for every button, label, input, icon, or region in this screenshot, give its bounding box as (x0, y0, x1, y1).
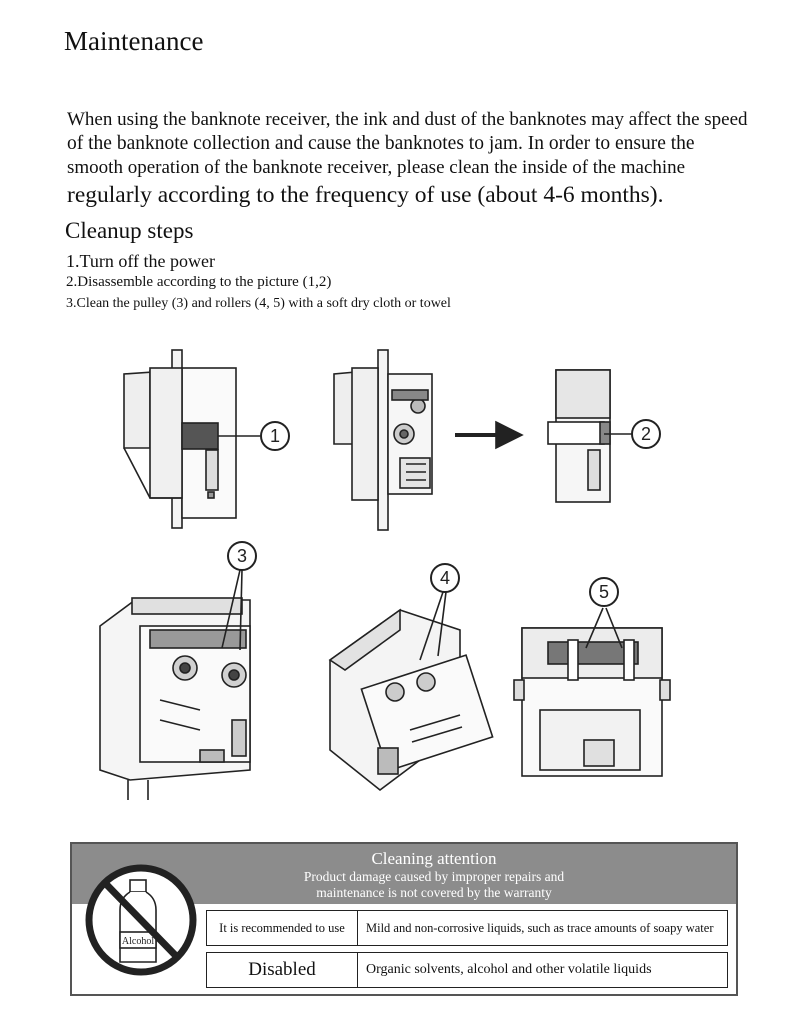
callout-4 (430, 563, 460, 593)
no-alcohol-icon: Alcohol (85, 864, 197, 976)
intro-paragraph: When using the banknote receiver, the in… (67, 108, 767, 210)
callout-3 (227, 541, 257, 571)
step-item: 2.Disassemble according to the picture (… (66, 274, 332, 290)
fig-rollers-b (513, 627, 671, 777)
row-value: Mild and non-corrosive liquids, such as … (366, 920, 714, 935)
cleaning-notice: Cleaning attention Product damage caused… (70, 842, 738, 996)
illustrations: 1 2 3 4 5 (99, 349, 671, 800)
fig-receiver-side (123, 349, 237, 529)
row-key: Disabled (207, 953, 358, 987)
fig-receiver-open (333, 349, 433, 531)
notice-row-recommended: It is recommended to use Mild and non-co… (206, 910, 728, 946)
notice-heading: Cleaning attention (371, 849, 497, 868)
callout-label: 5 (599, 582, 609, 602)
steps-heading: Cleanup steps (65, 218, 194, 243)
fig-pulley (99, 597, 251, 800)
intro-line: regularly according to the frequency of … (67, 182, 664, 208)
page-title: Maintenance (64, 26, 204, 56)
notice-row-disabled: Disabled Organic solvents, alcohol and o… (206, 952, 728, 988)
callout-1 (260, 421, 290, 451)
fig-module-removed (547, 369, 611, 503)
notice-subtitle: Product damage caused by improper repair… (303, 869, 565, 884)
callout-label: 1 (270, 426, 280, 446)
notice-subtitle: maintenance is not covered by the warran… (316, 885, 552, 900)
bottle-label: Alcohol (122, 936, 154, 947)
fig-rollers-a (328, 608, 494, 792)
callout-label: 3 (237, 546, 247, 566)
callout-label: 2 (641, 424, 651, 444)
row-key: It is recommended to use (207, 911, 358, 945)
intro-line: smooth operation of the banknote receive… (67, 157, 686, 178)
step-item: 1.Turn off the power (66, 251, 215, 271)
callout-label: 4 (440, 568, 450, 588)
callout-2 (631, 419, 661, 449)
callout-5 (589, 577, 619, 607)
row-value: Organic solvents, alcohol and other vola… (366, 962, 652, 977)
steps-list: 1.Turn off the power 2.Disassemble accor… (66, 250, 451, 314)
intro-line: of the banknote collection and cause the… (67, 133, 695, 154)
step-item: 3.Clean the pulley (3) and rollers (4, 5… (66, 296, 451, 311)
intro-line: When using the banknote receiver, the in… (67, 109, 748, 130)
